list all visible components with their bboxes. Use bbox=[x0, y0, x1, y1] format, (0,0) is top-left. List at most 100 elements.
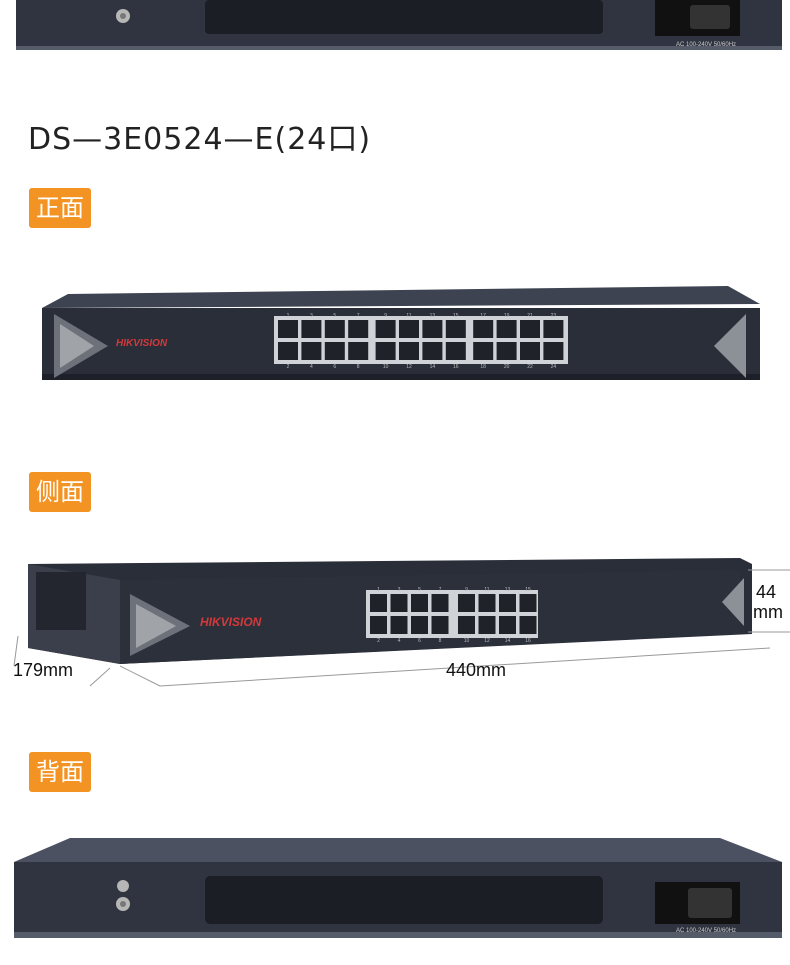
port-number-top: 9 bbox=[465, 587, 468, 593]
right-triangle-ornament bbox=[714, 314, 746, 378]
side-tag: 侧面 bbox=[29, 472, 91, 512]
ethernet-port bbox=[399, 320, 419, 338]
ground-screw-icon bbox=[116, 880, 130, 911]
port-number-bottom: 20 bbox=[504, 364, 510, 370]
port-number-bottom: 10 bbox=[464, 638, 470, 644]
depth-dimension: 179mm bbox=[13, 660, 74, 680]
ethernet-port bbox=[411, 616, 428, 634]
port-number-top: 3 bbox=[310, 313, 313, 319]
ethernet-port bbox=[375, 342, 396, 360]
port-number-bottom: 10 bbox=[383, 364, 389, 370]
port-number-bottom: 12 bbox=[484, 638, 490, 644]
port-number-top: 5 bbox=[333, 313, 336, 319]
front-port-block bbox=[274, 316, 568, 364]
port-number-bottom: 16 bbox=[525, 638, 531, 644]
ethernet-port bbox=[324, 342, 345, 360]
port-number-bottom: 2 bbox=[287, 364, 290, 370]
ethernet-port bbox=[278, 342, 298, 360]
ethernet-port bbox=[499, 594, 516, 612]
port-number-top: 5 bbox=[418, 587, 421, 593]
ethernet-port bbox=[520, 342, 540, 360]
port-number-top: 11 bbox=[484, 587, 489, 593]
port-number-bottom: 2 bbox=[377, 638, 380, 644]
port-number-bottom: 14 bbox=[505, 638, 511, 644]
port-number-bottom: 16 bbox=[453, 364, 459, 370]
ethernet-port bbox=[519, 594, 537, 612]
ethernet-port bbox=[390, 594, 408, 612]
port-number-bottom: 6 bbox=[418, 638, 421, 644]
ethernet-port bbox=[375, 320, 396, 338]
top-back-view-image: AC 100-240V 50/60Hz bbox=[16, 0, 782, 50]
ethernet-port bbox=[496, 342, 517, 360]
ethernet-port bbox=[473, 342, 494, 360]
ethernet-port bbox=[499, 616, 516, 634]
top-power-label: AC 100-240V 50/60Hz bbox=[676, 42, 736, 48]
front-brand-logo: HIKVISION bbox=[116, 338, 168, 349]
ethernet-port bbox=[348, 320, 369, 338]
ethernet-port bbox=[458, 594, 475, 612]
ethernet-port bbox=[390, 616, 408, 634]
ethernet-port bbox=[543, 342, 564, 360]
ethernet-port bbox=[520, 320, 540, 338]
ethernet-port bbox=[445, 342, 466, 360]
ethernet-port bbox=[431, 594, 449, 612]
port-number-top: 1 bbox=[287, 313, 290, 319]
port-number-top: 7 bbox=[357, 313, 360, 319]
port-number-top: 7 bbox=[439, 587, 442, 593]
ethernet-port bbox=[278, 320, 298, 338]
ethernet-port bbox=[370, 616, 387, 634]
ethernet-port bbox=[324, 320, 345, 338]
ethernet-port bbox=[473, 320, 494, 338]
product-title: DS—3E0524—E(24口) bbox=[28, 122, 372, 157]
ethernet-port bbox=[422, 342, 443, 360]
port-number-bottom: 4 bbox=[310, 364, 313, 370]
ethernet-port bbox=[431, 616, 449, 634]
port-number-top: 15 bbox=[525, 587, 531, 593]
port-number-bottom: 14 bbox=[430, 364, 436, 370]
back-tag: 背面 bbox=[29, 752, 91, 792]
ethernet-port bbox=[543, 320, 564, 338]
ethernet-port bbox=[496, 320, 517, 338]
port-number-top: 1 bbox=[377, 587, 380, 593]
back-vent-grille bbox=[205, 876, 603, 924]
port-number-bottom: 8 bbox=[357, 364, 360, 370]
side-brand-logo: HIKVISION bbox=[200, 615, 262, 629]
ethernet-port bbox=[399, 342, 419, 360]
back-power-label: AC 100-240V 50/60Hz bbox=[676, 928, 736, 934]
port-number-top: 9 bbox=[384, 313, 387, 319]
port-number-bottom: 4 bbox=[398, 638, 401, 644]
port-number-top: 11 bbox=[406, 313, 411, 319]
port-number-bottom: 12 bbox=[406, 364, 412, 370]
port-number-top: 3 bbox=[398, 587, 401, 593]
port-number-bottom: 24 bbox=[551, 364, 557, 370]
power-socket bbox=[655, 0, 740, 36]
height-dimension-unit: mm bbox=[753, 602, 783, 622]
port-number-bottom: 8 bbox=[439, 638, 442, 644]
ethernet-port bbox=[458, 616, 475, 634]
ethernet-port bbox=[301, 320, 322, 338]
port-number-top: 13 bbox=[430, 313, 436, 319]
ethernet-port bbox=[445, 320, 466, 338]
vent-grille bbox=[205, 0, 603, 34]
port-number-top: 15 bbox=[453, 313, 459, 319]
width-dimension: 440mm bbox=[446, 660, 507, 680]
port-number-top: 21 bbox=[527, 313, 533, 319]
port-number-bottom: 22 bbox=[527, 364, 533, 370]
front-tag: 正面 bbox=[29, 188, 91, 228]
port-number-bottom: 18 bbox=[480, 364, 486, 370]
ground-screw-icon bbox=[116, 9, 130, 23]
port-number-bottom: 6 bbox=[333, 364, 336, 370]
back-view-image: AC 100-240V 50/60Hz bbox=[14, 838, 782, 938]
ethernet-port bbox=[519, 616, 537, 634]
port-number-top: 13 bbox=[505, 587, 511, 593]
ethernet-port bbox=[348, 342, 369, 360]
port-number-top: 17 bbox=[480, 313, 486, 319]
ethernet-port bbox=[478, 594, 496, 612]
ethernet-port bbox=[370, 594, 387, 612]
ethernet-port bbox=[301, 342, 322, 360]
height-dimension-value: 44 bbox=[756, 582, 777, 602]
ethernet-port bbox=[411, 594, 428, 612]
port-number-top: 19 bbox=[504, 313, 510, 319]
